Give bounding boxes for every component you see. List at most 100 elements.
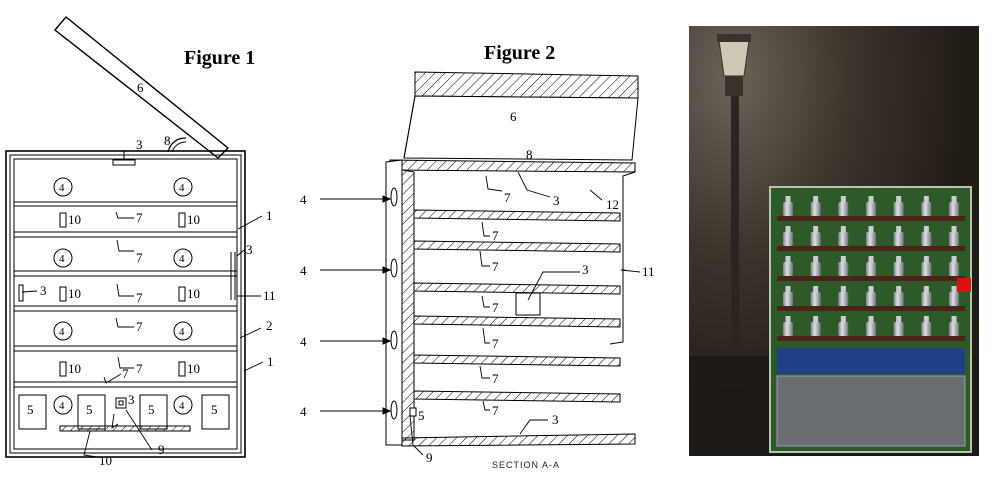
bottle bbox=[866, 292, 876, 306]
bottom-compartment bbox=[777, 376, 965, 446]
bottle bbox=[811, 232, 821, 246]
render-shelf bbox=[777, 276, 965, 281]
bottle bbox=[894, 232, 904, 246]
bottle bbox=[949, 262, 959, 276]
figure-2-panel: Figure 2 SECTION A-A bbox=[290, 0, 685, 480]
svg-text:5: 5 bbox=[211, 402, 218, 417]
svg-text:6: 6 bbox=[510, 109, 517, 124]
svg-text:10: 10 bbox=[187, 212, 200, 227]
label-8: 8 bbox=[164, 133, 171, 148]
svg-text:7: 7 bbox=[492, 259, 499, 274]
svg-text:11: 11 bbox=[642, 264, 655, 279]
bottle bbox=[949, 232, 959, 246]
svg-text:3: 3 bbox=[582, 262, 589, 277]
bottle-neck bbox=[952, 196, 957, 203]
bottle-neck bbox=[786, 196, 791, 203]
figure-1-title: Figure 1 bbox=[184, 47, 255, 70]
bottle-neck bbox=[869, 316, 874, 323]
svg-text:4: 4 bbox=[300, 192, 307, 207]
svg-text:7: 7 bbox=[136, 210, 143, 225]
bottle bbox=[811, 262, 821, 276]
bottle bbox=[838, 322, 848, 336]
bottle-neck bbox=[869, 226, 874, 233]
label-3-top: 3 bbox=[136, 137, 143, 152]
bottle-neck bbox=[813, 316, 818, 323]
svg-text:8: 8 bbox=[526, 147, 533, 162]
svg-text:3: 3 bbox=[553, 193, 560, 208]
svg-text:4: 4 bbox=[179, 400, 185, 412]
figure-1-panel: Figure 1 bbox=[0, 0, 290, 480]
bottle-neck bbox=[813, 256, 818, 263]
svg-text:4: 4 bbox=[300, 334, 307, 349]
figure-1-drawing: 6 8 3 4 4 4 4 4 4 4 4 10 10 10 10 10 10 … bbox=[0, 0, 290, 480]
svg-text:3: 3 bbox=[40, 283, 47, 298]
bottle-neck bbox=[869, 286, 874, 293]
bottle-neck bbox=[841, 226, 846, 233]
bottle-neck bbox=[813, 226, 818, 233]
bottle bbox=[894, 202, 904, 216]
bottle-neck bbox=[896, 286, 901, 293]
svg-text:4: 4 bbox=[59, 253, 65, 265]
bottle-neck bbox=[896, 196, 901, 203]
bottle bbox=[894, 322, 904, 336]
svg-text:4: 4 bbox=[300, 263, 307, 278]
svg-text:3: 3 bbox=[552, 412, 559, 427]
svg-text:7: 7 bbox=[492, 300, 499, 315]
label-6: 6 bbox=[137, 80, 144, 95]
bottle-neck bbox=[924, 196, 929, 203]
bottle bbox=[838, 202, 848, 216]
svg-text:7: 7 bbox=[136, 250, 143, 265]
bottle bbox=[949, 292, 959, 306]
render-shelf bbox=[777, 306, 965, 311]
bottle bbox=[866, 202, 876, 216]
bottle-neck bbox=[841, 256, 846, 263]
svg-text:10: 10 bbox=[68, 286, 81, 301]
bottle-neck bbox=[896, 316, 901, 323]
bottle-neck bbox=[869, 196, 874, 203]
svg-text:4: 4 bbox=[300, 404, 307, 419]
bottle bbox=[811, 292, 821, 306]
bottle bbox=[783, 232, 793, 246]
bottle bbox=[894, 262, 904, 276]
bottle-neck bbox=[952, 286, 957, 293]
bottle bbox=[838, 232, 848, 246]
bottle-neck bbox=[896, 256, 901, 263]
svg-text:1: 1 bbox=[266, 208, 273, 223]
bottle-neck bbox=[786, 316, 791, 323]
svg-text:5: 5 bbox=[86, 402, 93, 417]
figure-2-title: Figure 2 bbox=[484, 42, 555, 65]
svg-text:7: 7 bbox=[122, 366, 129, 381]
svg-text:7: 7 bbox=[492, 228, 499, 243]
svg-text:3: 3 bbox=[128, 392, 135, 407]
bottle bbox=[783, 292, 793, 306]
bottle bbox=[811, 202, 821, 216]
bottle bbox=[783, 202, 793, 216]
bottle bbox=[811, 322, 821, 336]
render-shelf bbox=[777, 216, 965, 221]
cabinet-render bbox=[689, 26, 979, 456]
bottle-neck bbox=[841, 316, 846, 323]
svg-text:7: 7 bbox=[504, 190, 511, 205]
bottle-neck bbox=[924, 316, 929, 323]
figure-2-drawing: 6 8 4 4 4 4 7 7 7 7 7 7 7 3 3 3 12 11 5 … bbox=[290, 0, 685, 480]
bottle bbox=[783, 262, 793, 276]
indicator-red bbox=[957, 278, 971, 292]
shelves bbox=[402, 210, 635, 446]
bottle-neck bbox=[841, 286, 846, 293]
bottle-neck bbox=[786, 286, 791, 293]
bottle-neck bbox=[924, 256, 929, 263]
bottle-neck bbox=[924, 286, 929, 293]
svg-text:4: 4 bbox=[179, 253, 185, 265]
bottle bbox=[866, 232, 876, 246]
svg-text:7: 7 bbox=[492, 403, 499, 418]
render-scene bbox=[689, 26, 979, 456]
shelf-lines bbox=[14, 202, 237, 387]
lower-band bbox=[777, 348, 965, 374]
svg-text:4: 4 bbox=[59, 400, 65, 412]
bottle-neck bbox=[786, 256, 791, 263]
svg-text:4: 4 bbox=[59, 182, 65, 194]
cabinet bbox=[770, 187, 971, 452]
svg-text:9: 9 bbox=[158, 442, 165, 457]
svg-text:7: 7 bbox=[492, 371, 499, 386]
svg-text:5: 5 bbox=[148, 402, 155, 417]
